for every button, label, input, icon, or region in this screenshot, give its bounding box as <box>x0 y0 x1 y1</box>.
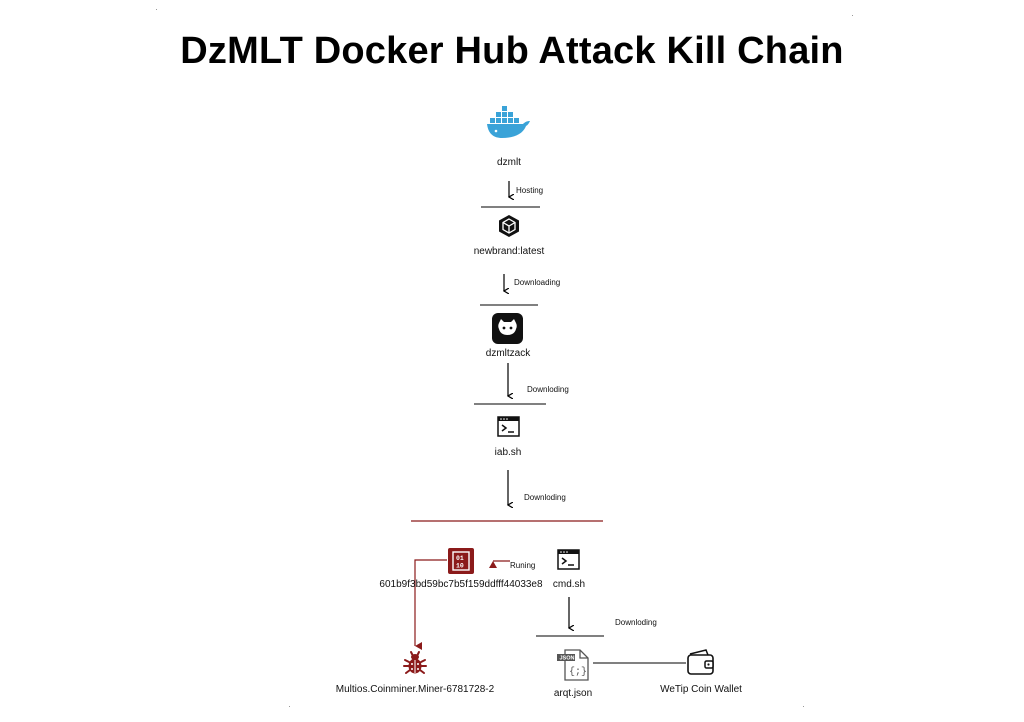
node-newbrand-label: newbrand:latest <box>473 246 545 257</box>
node-miner-label: Multios.Coinminer.Miner-6781728-2 <box>335 684 495 695</box>
edge-runing-label: Runing <box>510 561 536 570</box>
binary-file-icon: 01 10 <box>448 548 474 574</box>
node-dzmltzack-label: dzmltzack <box>485 348 531 359</box>
node-cmd-label: cmd.sh <box>552 579 586 590</box>
svg-text:01: 01 <box>456 555 464 562</box>
package-icon <box>499 215 519 237</box>
node-iab-label: iab.sh <box>494 447 522 458</box>
scan-dot <box>289 706 290 707</box>
node-arqt-label: arqt.json <box>553 688 593 699</box>
scan-dot <box>852 15 853 16</box>
node-dzmlt-label: dzmlt <box>497 157 521 168</box>
edge-downloading-label: Downloading <box>514 278 561 287</box>
edge-downloding-2-label: Downloding <box>524 493 566 502</box>
terminal-icon <box>497 416 520 437</box>
wallet-icon <box>687 649 714 675</box>
edge-downloding-3-label: Downloding <box>615 618 657 627</box>
bug-icon <box>403 651 427 674</box>
scan-dot <box>156 9 157 10</box>
github-icon <box>492 313 523 344</box>
node-hash-label: 601b9f3bd59bc7b5f159ddfff44033e8 <box>379 579 543 590</box>
svg-text:10: 10 <box>456 563 464 570</box>
diagram-title: DzMLT Docker Hub Attack Kill Chain <box>180 30 844 72</box>
svg-text:JSON: JSON <box>560 656 575 662</box>
edge-downloding-1-label: Downloding <box>527 385 569 394</box>
svg-text:{;}: {;} <box>569 666 587 678</box>
docker-whale-icon <box>487 106 530 138</box>
scan-dot <box>803 706 804 707</box>
terminal-icon <box>557 549 580 570</box>
arrow-hash-to-miner <box>414 559 447 650</box>
json-file-icon: JSON {;} <box>557 649 589 681</box>
node-wallet-label: WeTip Coin Wallet <box>660 684 742 695</box>
edge-hosting-label: Hosting <box>516 186 544 195</box>
